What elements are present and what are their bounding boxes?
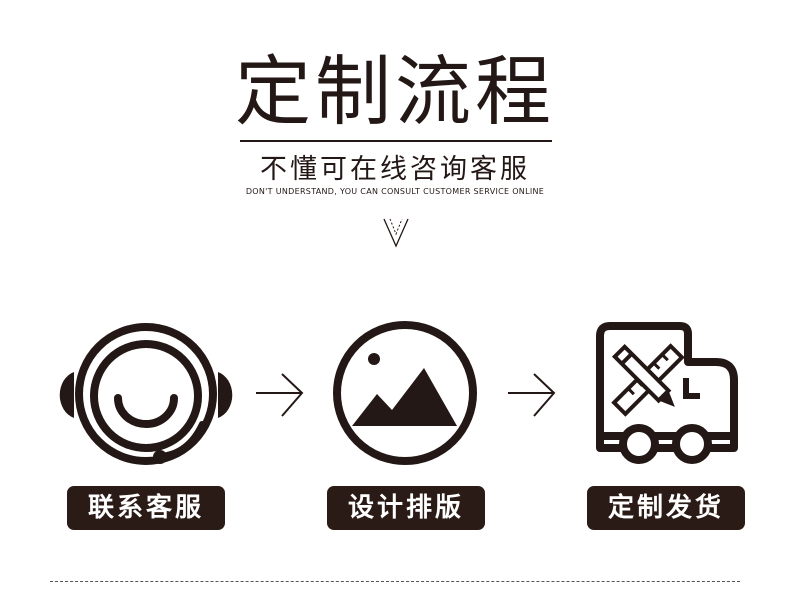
- step-label-custom-shipping: 定制发货: [587, 486, 745, 530]
- english-subtitle: DON'T UNDERSTAND, YOU CAN CONSULT CUSTOM…: [245, 187, 545, 196]
- image-icon: [333, 321, 477, 465]
- page-title: 定制流程: [235, 47, 555, 136]
- step-label-design-layout: 设计排版: [327, 486, 485, 530]
- chevron-down-icon: [383, 218, 409, 248]
- step-label-contact-service: 联系客服: [67, 486, 225, 530]
- page-subtitle: 不懂可在线咨询客服: [260, 154, 530, 185]
- delivery-truck-icon: [596, 322, 738, 464]
- arrow-right-icon: [508, 373, 556, 417]
- bottom-divider: [50, 581, 740, 582]
- headset-icon: [59, 323, 233, 465]
- arrow-right-icon: [256, 373, 304, 417]
- title-underline: [240, 140, 552, 142]
